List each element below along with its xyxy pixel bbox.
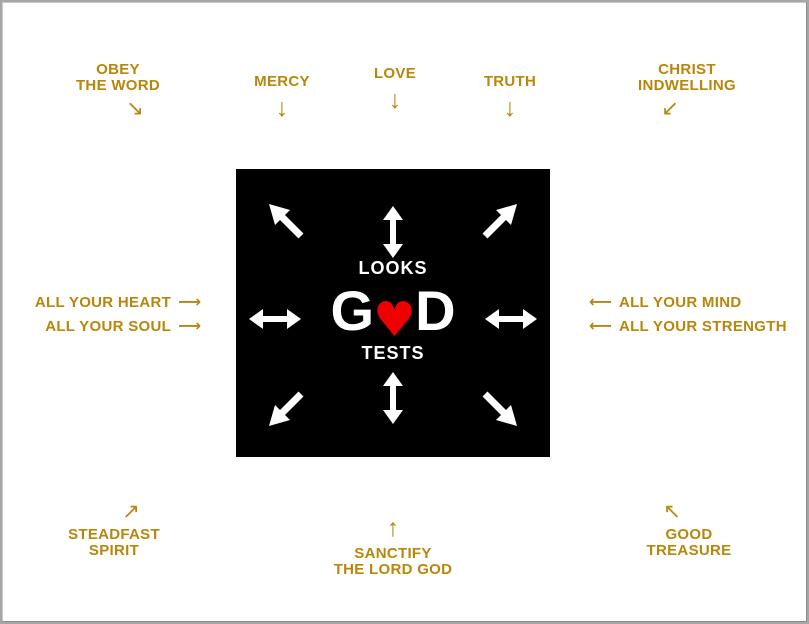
label-steadfast-spirit: ↗ STEADFAST SPIRIT xyxy=(34,500,194,559)
label-line: THE LORD GOD xyxy=(333,561,453,578)
heart-icon: ♥ xyxy=(373,292,417,348)
label-line: CHRIST xyxy=(658,61,716,78)
label-all-your-soul: ALL YOUR SOUL⟶ xyxy=(45,318,201,335)
label-mercy: MERCY ↓ xyxy=(232,73,332,122)
arrow-down-right-icon xyxy=(482,391,517,426)
label-good-treasure: ↖ GOOD TREASURE xyxy=(609,500,769,559)
god-letter-d: D xyxy=(415,279,456,342)
label-love: LOVE ↓ xyxy=(345,65,445,114)
arrow-left-icon: ⟵ xyxy=(589,294,612,311)
label-all-your-heart: ALL YOUR HEART⟶ xyxy=(34,294,201,311)
arrow-up-right-icon xyxy=(482,204,517,239)
label-line: OBEY xyxy=(96,61,140,78)
arrow-up-right-icon: ↗ xyxy=(122,500,140,523)
arrow-down-icon: ↓ xyxy=(388,86,402,114)
god-box: LOOKS G♥D TESTS xyxy=(236,169,550,457)
arrow-up-left-icon xyxy=(269,204,304,239)
arrow-down-icon: ↓ xyxy=(275,94,289,122)
label-truth: TRUTH ↓ xyxy=(460,73,560,122)
arrow-down-icon: ↓ xyxy=(503,94,517,122)
arrow-left-right-icon xyxy=(249,309,301,329)
looks-label: LOOKS xyxy=(358,258,428,278)
label-line: STEADFAST xyxy=(68,526,160,543)
label-all-your-mind: ⟵ALL YOUR MIND xyxy=(589,294,742,311)
label-line: LOVE xyxy=(373,65,417,82)
arrow-right-icon: ⟶ xyxy=(178,318,201,335)
label-group-left: ALL YOUR HEART⟶ ALL YOUR SOUL⟶ xyxy=(16,291,201,339)
arrow-down-right-icon: ↘ xyxy=(126,97,144,120)
god-letter-g: G xyxy=(330,279,375,342)
god-wordmark: G♥D xyxy=(236,282,550,349)
label-line: MERCY xyxy=(254,73,310,90)
arrow-left-icon: ⟵ xyxy=(589,318,612,335)
label-line: SANCTIFY xyxy=(354,545,432,562)
arrow-down-left-icon: ↙ xyxy=(661,97,679,120)
label-all-your-strength: ⟵ALL YOUR STRENGTH xyxy=(589,318,787,335)
arrow-down-left-icon xyxy=(269,391,304,426)
label-line: THE WORD xyxy=(75,77,161,94)
label-line: GOOD xyxy=(665,526,713,543)
label-line: TREASURE xyxy=(646,542,732,559)
label-line: TRUTH xyxy=(483,73,537,90)
arrow-up-icon: ↑ xyxy=(386,514,400,542)
arrow-up-left-icon: ↖ xyxy=(663,500,681,523)
label-line: INDWELLING xyxy=(638,77,736,94)
arrow-left-right-icon xyxy=(485,309,537,329)
label-sanctify-the-lord-god: ↑ SANCTIFY THE LORD GOD xyxy=(313,515,473,578)
label-christ-indwelling: CHRIST INDWELLING ↙ xyxy=(607,61,767,120)
label-obey-the-word: OBEY THE WORD ↘ xyxy=(38,61,198,120)
label-group-right: ⟵ALL YOUR MIND ⟵ALL YOUR STRENGTH xyxy=(589,291,794,339)
arrow-right-icon: ⟶ xyxy=(178,294,201,311)
arrow-up-down-icon xyxy=(383,206,403,258)
label-line: SPIRIT xyxy=(88,542,140,559)
arrow-up-down-icon xyxy=(383,372,403,424)
tests-label: TESTS xyxy=(361,343,425,363)
